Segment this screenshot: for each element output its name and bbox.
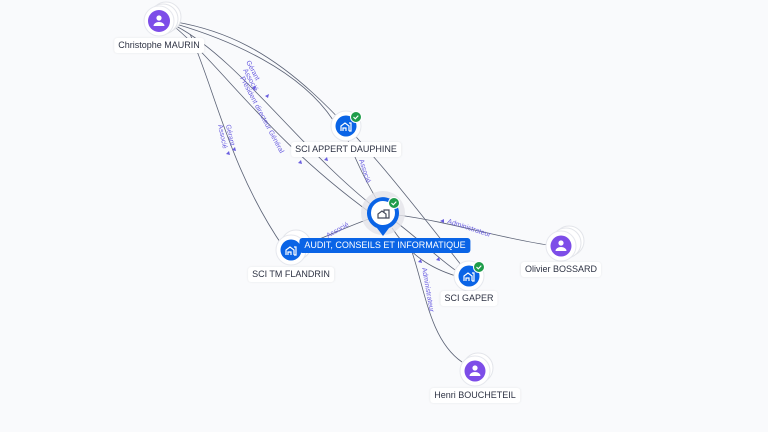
node-audit-conseils-informatique[interactable] <box>361 191 405 236</box>
person-icon <box>555 240 567 251</box>
arrow-icon <box>324 157 328 161</box>
verified-badge-icon <box>388 197 400 209</box>
node-label-henri-boucheteil[interactable]: Henri BOUCHETEIL <box>430 388 520 403</box>
arrow-icon <box>265 94 269 98</box>
edge-label: Gérant <box>224 124 235 146</box>
node-sci-gaper[interactable] <box>453 260 485 292</box>
node-sci-appert-dauphine[interactable] <box>330 110 362 142</box>
node-henri-boucheteil[interactable] <box>459 352 494 387</box>
edge-label: Administrateur <box>446 218 492 239</box>
edge-bossard-audit <box>397 214 549 246</box>
arrow-icon <box>226 151 230 155</box>
node-label-sci-appert-dauphine[interactable]: SCI APPERT DAUPHINE <box>291 142 401 157</box>
building-icon <box>285 246 297 256</box>
node-label-sci-gaper[interactable]: SCI GAPER <box>440 291 498 306</box>
arrow-icon <box>440 219 444 223</box>
arrow-icon <box>252 86 256 90</box>
arrow-icon <box>418 259 422 263</box>
arrow-icon <box>298 160 302 164</box>
building-icon <box>463 272 475 282</box>
edge-label: Associé <box>326 221 351 239</box>
edge-label: Associé <box>357 158 371 184</box>
edge-christophe-appert <box>175 23 334 121</box>
edge-christophe-flandrin <box>189 33 285 249</box>
arrow-icon <box>436 257 440 261</box>
node-label-sci-tm-flandrin[interactable]: SCI TM FLANDRIN <box>248 267 334 282</box>
node-label-christophe-maurin[interactable]: Christophe MAURIN <box>114 38 204 53</box>
verified-badge-icon <box>473 261 485 273</box>
node-olivier-bossard[interactable] <box>545 225 585 262</box>
node-christophe-maurin[interactable] <box>143 1 182 37</box>
edge-label: Administrateur <box>420 267 435 313</box>
person-icon <box>153 15 165 26</box>
node-label-audit-conseils-informatique[interactable]: AUDIT, CONSEILS ET INFORMATIQUE <box>299 238 471 253</box>
verified-badge-icon <box>350 111 362 123</box>
edges <box>175 21 549 363</box>
edge-label: Associé <box>216 124 228 150</box>
node-label-olivier-bossard[interactable]: Olivier BOSSARD <box>520 262 602 277</box>
building-icon <box>377 209 390 219</box>
building-icon <box>340 122 352 132</box>
person-icon <box>469 365 481 376</box>
edge-christophe-gaper <box>175 21 466 271</box>
arrow-icon <box>232 147 236 151</box>
edge-boucheteil-audit <box>411 251 463 363</box>
edge-label: Président directeur Général <box>238 76 285 155</box>
